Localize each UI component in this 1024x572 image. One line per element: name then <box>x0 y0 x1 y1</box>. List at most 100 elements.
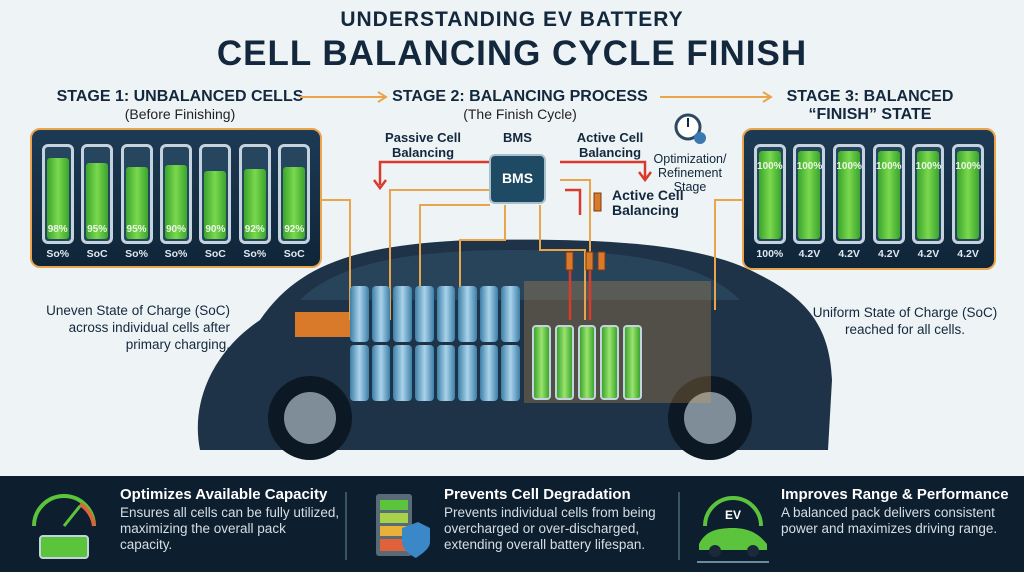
cell-label: So% <box>46 248 70 260</box>
cell-body: 95% <box>81 144 114 244</box>
passive-balancing-label: Passive Cell Balancing <box>385 130 461 160</box>
stage1-title: STAGE 1: UNBALANCED CELLS <box>56 88 304 105</box>
feature-title: Optimizes Available Capacity <box>120 486 328 503</box>
cell-percent: 100% <box>836 161 862 172</box>
feature-desc: A balanced pack delivers consistent powe… <box>781 505 998 536</box>
battery-cell: 90% So% <box>159 138 192 262</box>
cell-label: SoC <box>204 248 226 260</box>
battery-cell: 100%4.2V <box>833 138 866 264</box>
pack-cell-balanced <box>600 325 620 400</box>
pack-cell-balanced <box>623 325 642 400</box>
pack-cell <box>350 286 369 342</box>
cell-body: 92% <box>238 144 271 244</box>
stage2-subtitle: (The Finish Cycle) <box>463 106 577 122</box>
pack-cell <box>479 345 499 401</box>
pack-cell <box>393 286 412 342</box>
cell-body: 100% <box>952 144 985 244</box>
stage3-title2: “FINISH” STATE <box>808 106 932 123</box>
cell-body: 100% <box>793 144 826 244</box>
feature-desc: Prevents individual cells from being ove… <box>444 505 656 552</box>
battery-cell: 95% SoC <box>81 138 114 262</box>
feature-title: Prevents Cell Degradation <box>444 486 631 503</box>
pack-cell <box>458 286 477 342</box>
pack-cell <box>501 286 520 342</box>
cell-percent: 90% <box>165 224 186 235</box>
stage2-title: STAGE 2: BALANCING PROCESS <box>392 88 648 105</box>
cell-percent: 100% <box>876 161 902 172</box>
cell-label: So% <box>125 248 148 260</box>
cell-percent: 100% <box>796 161 823 172</box>
battery-cell: 100%100% <box>753 138 786 264</box>
cell-fill <box>917 150 940 239</box>
battery-pack-unbalanced <box>350 286 520 401</box>
cell-body: 100% <box>912 144 945 244</box>
cell-body: 95% <box>120 144 153 244</box>
cell-percent: 100% <box>955 161 981 172</box>
cell-percent: 95% <box>87 224 108 235</box>
cell-label: 4.2V <box>798 248 821 260</box>
battery-cell: 92% SoC <box>278 138 311 262</box>
pack-cell <box>350 345 369 401</box>
cell-fill <box>283 167 306 239</box>
cell-percent: 95% <box>126 224 147 235</box>
cell-body: 100% <box>872 144 905 244</box>
feature-range: EV Improves Range & Performance A balance… <box>695 486 1011 566</box>
stage3-title: STAGE 3: BALANCED <box>786 88 954 105</box>
pack-cell <box>414 286 434 342</box>
stage-arrows <box>300 91 773 103</box>
ev-car-icon: EV <box>695 486 771 566</box>
bms-chip-label: BMS <box>501 170 534 186</box>
feature-desc: Ensures all cells can be fully utilized,… <box>120 505 340 552</box>
cell-label: 4.2V <box>957 248 979 260</box>
battery-cell: 100% 4.2V <box>793 138 826 264</box>
cell-label: So% <box>164 248 188 260</box>
cell-percent: 100% <box>757 161 783 172</box>
battery-cell: 100%4.2V <box>912 138 945 264</box>
cell-body: 90% <box>199 144 232 244</box>
left-note: Uneven State of Charge (SoC) across indi… <box>46 303 230 352</box>
pack-cell <box>458 345 477 401</box>
cell-percent: 92% <box>284 224 305 235</box>
pack-cell <box>371 345 391 401</box>
cell-fill <box>838 150 861 239</box>
battery-pack-balanced <box>532 325 642 400</box>
feature-title: Improves Range & Performance <box>781 486 1009 503</box>
cell-fill <box>758 150 781 239</box>
cell-percent: 90% <box>205 224 226 235</box>
charger-module <box>295 312 355 337</box>
battery-cell: 100%4.2V <box>872 138 905 264</box>
cell-fill <box>125 167 148 239</box>
cell-label: SoC <box>86 248 108 260</box>
cell-percent: 100% <box>915 161 942 172</box>
pack-cell <box>436 345 456 401</box>
cell-label: So% <box>243 248 267 260</box>
bms-label: BMS <box>503 130 532 145</box>
title-line2: CELL BALANCING CYCLE FINISH <box>216 34 808 73</box>
resistors <box>565 192 606 271</box>
battery-shield-icon <box>376 494 430 558</box>
cell-label: SoC <box>283 248 305 260</box>
stage1-panel: 98% So% 95% SoC 95% So% 90% So% 90% SoC 92% So% 92% S… <box>30 128 322 268</box>
cell-body: 100% <box>833 144 866 244</box>
optimization-label: Optimization/ Refinement Stage <box>653 152 727 194</box>
pack-cell <box>371 286 391 342</box>
cell-fill <box>86 163 109 239</box>
pack-cell <box>479 286 499 342</box>
cell-body: 92% <box>278 144 311 244</box>
battery-cell: 95% So% <box>120 138 153 262</box>
pack-cell <box>501 345 520 401</box>
cell-fill <box>957 150 980 239</box>
cell-fill <box>46 157 69 239</box>
pack-cell <box>414 345 434 401</box>
cell-fill <box>798 150 821 239</box>
battery-cell: 98% So% <box>41 138 74 262</box>
battery-cell: 100% 4.2V <box>952 138 985 264</box>
stage1-subtitle: (Before Finishing) <box>124 106 236 122</box>
cell-percent: 98% <box>47 224 68 235</box>
cell-fill <box>243 169 266 239</box>
cell-percent: 92% <box>244 224 265 235</box>
pack-cell <box>436 286 456 342</box>
